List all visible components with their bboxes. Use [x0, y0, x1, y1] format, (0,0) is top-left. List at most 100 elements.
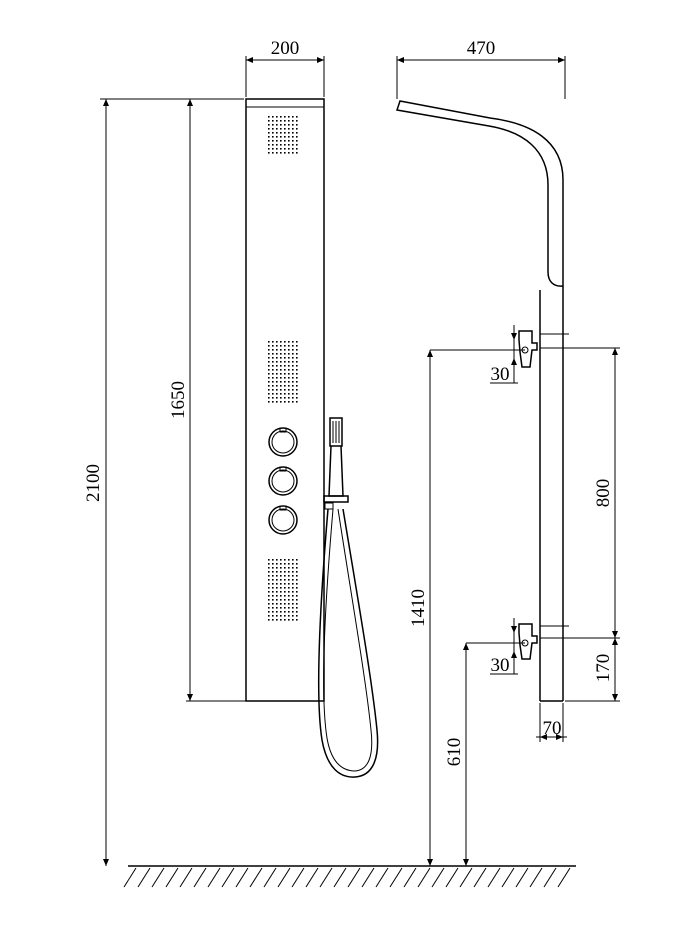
nozzle-dot	[292, 583, 294, 585]
nozzle-dot	[284, 385, 286, 387]
nozzle-dot	[296, 611, 298, 613]
nozzle-dot	[288, 369, 290, 371]
floor-hatch-line	[207, 867, 221, 888]
nozzle-dot	[284, 381, 286, 383]
nozzle-dot	[284, 345, 286, 347]
nozzle-dot	[268, 365, 270, 367]
nozzle-dot	[268, 341, 270, 343]
floor-hatch-line	[459, 867, 473, 888]
nozzle-dot	[272, 393, 274, 395]
nozzle-dot	[292, 579, 294, 581]
nozzle-dot	[272, 369, 274, 371]
floor-hatch-line	[473, 867, 487, 888]
nozzle-dot	[272, 381, 274, 383]
floor-hatch-line	[417, 867, 431, 888]
floor-hatch-line	[431, 867, 445, 888]
nozzle-dot	[284, 567, 286, 569]
nozzle-dot	[284, 591, 286, 593]
nozzle-dot	[292, 136, 294, 138]
nozzle-dot	[288, 575, 290, 577]
nozzle-dot	[284, 136, 286, 138]
nozzle-dot	[288, 357, 290, 359]
nozzle-dot	[272, 365, 274, 367]
nozzle-dot	[276, 341, 278, 343]
floor	[123, 865, 576, 888]
nozzle-dot	[292, 377, 294, 379]
nozzle-dot	[276, 357, 278, 359]
nozzle-dot	[280, 595, 282, 597]
nozzle-dot	[268, 559, 270, 561]
nozzle-dot	[280, 144, 282, 146]
nozzle-dot	[288, 611, 290, 613]
body-jet-grid-upper	[268, 341, 298, 403]
nozzle-dot	[288, 583, 290, 585]
nozzle-dot	[276, 116, 278, 118]
nozzle-dot	[272, 353, 274, 355]
nozzle-dot	[296, 563, 298, 565]
nozzle-dot	[296, 619, 298, 621]
nozzle-dot	[280, 393, 282, 395]
nozzle-dot	[284, 361, 286, 363]
dimension-labels: 200 470 2100 1650 1410 610 800 170 30 30…	[83, 38, 614, 766]
nozzle-dot	[276, 385, 278, 387]
nozzle-dot	[280, 611, 282, 613]
nozzle-dot	[288, 603, 290, 605]
nozzle-dot	[268, 603, 270, 605]
nozzle-dot	[288, 595, 290, 597]
nozzle-dot	[296, 587, 298, 589]
nozzle-dot	[292, 563, 294, 565]
nozzle-dot	[272, 124, 274, 126]
nozzle-dot	[276, 599, 278, 601]
nozzle-dot	[292, 607, 294, 609]
nozzle-dot	[292, 571, 294, 573]
nozzle-dot	[272, 575, 274, 577]
nozzle-dot	[268, 353, 270, 355]
nozzle-dot	[292, 353, 294, 355]
nozzle-dot	[268, 599, 270, 601]
nozzle-dot	[296, 124, 298, 126]
nozzle-dot	[292, 148, 294, 150]
nozzle-dot	[296, 615, 298, 617]
nozzle-dot	[272, 341, 274, 343]
nozzle-dot	[280, 377, 282, 379]
nozzle-dot	[280, 349, 282, 351]
nozzle-dot	[272, 559, 274, 561]
nozzle-dot	[268, 595, 270, 597]
floor-hatch-line	[319, 867, 333, 888]
nozzle-dot	[268, 389, 270, 391]
nozzle-dot	[280, 607, 282, 609]
nozzle-dot	[276, 393, 278, 395]
nozzle-dot	[292, 587, 294, 589]
nozzle-dot	[296, 116, 298, 118]
nozzle-dot	[288, 140, 290, 142]
nozzle-dot	[280, 136, 282, 138]
nozzle-dot	[276, 152, 278, 154]
nozzle-dot	[296, 349, 298, 351]
nozzle-dot	[288, 385, 290, 387]
floor-hatch-line	[501, 867, 515, 888]
nozzle-dot	[284, 365, 286, 367]
floor-hatch-line	[403, 867, 417, 888]
nozzle-dot	[292, 381, 294, 383]
nozzle-dot	[268, 349, 270, 351]
nozzle-dot	[280, 397, 282, 399]
nozzle-dot	[296, 369, 298, 371]
nozzle-dot	[296, 579, 298, 581]
nozzle-dot	[272, 357, 274, 359]
nozzle-dot	[276, 144, 278, 146]
nozzle-dot	[288, 152, 290, 154]
nozzle-dot	[272, 591, 274, 593]
nozzle-dot	[296, 595, 298, 597]
floor-hatch-line	[347, 867, 361, 888]
wall-bracket-upper	[518, 330, 538, 368]
nozzle-dot	[276, 345, 278, 347]
nozzle-dot	[284, 611, 286, 613]
nozzle-dot	[272, 389, 274, 391]
nozzle-dot	[296, 152, 298, 154]
control-knob-bottom	[268, 505, 298, 535]
nozzle-dot	[268, 393, 270, 395]
nozzle-dot	[272, 349, 274, 351]
nozzle-dot	[276, 571, 278, 573]
nozzle-dot	[292, 124, 294, 126]
